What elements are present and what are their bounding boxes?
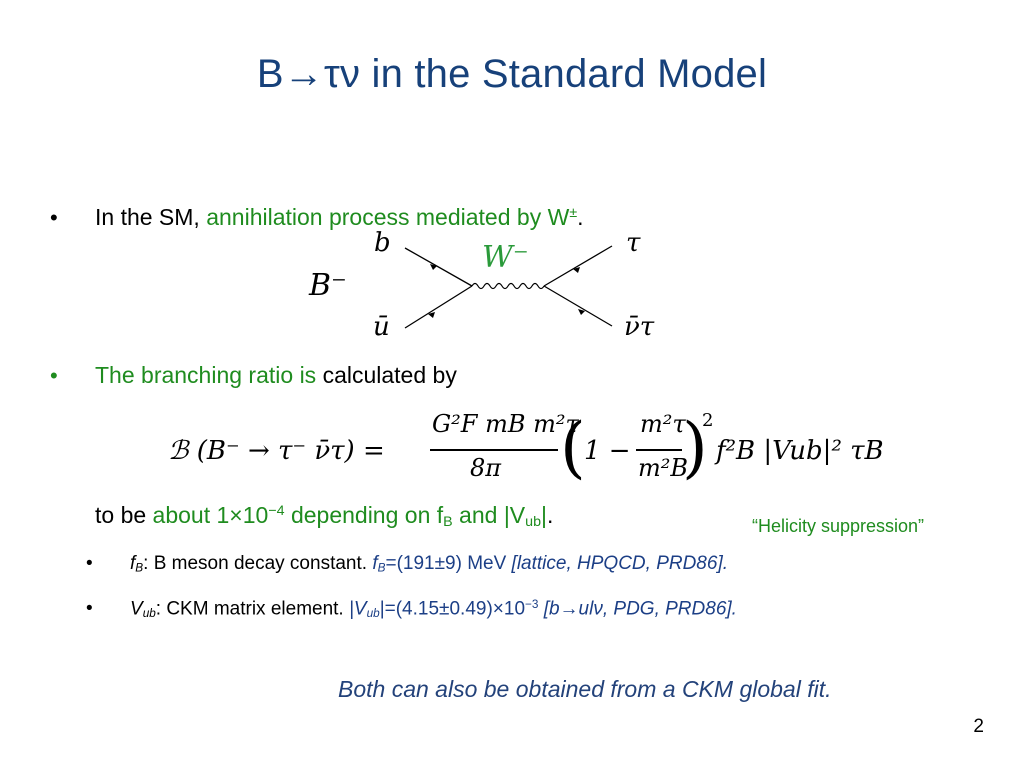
- left-paren: (: [560, 409, 586, 486]
- fB-value: =(191±9) MeV: [385, 553, 512, 574]
- vub-description: : CKM matrix element.: [155, 598, 349, 620]
- branching-highlight: The branching ratio is: [95, 362, 317, 388]
- nu-arrow-icon: [578, 309, 585, 315]
- vub-value-sub: ub: [366, 606, 380, 620]
- label-nu-tau: ν̄τ: [624, 312, 655, 342]
- about-value: about 1×10: [152, 502, 269, 528]
- vub-value-pre: |V: [349, 598, 367, 620]
- fraction-bar: [430, 449, 558, 451]
- inner-denominator: m²B: [638, 454, 689, 482]
- b-arrow-icon: [430, 264, 437, 270]
- bullet-sm-annihilation: • In the SM, annihilation process mediat…: [50, 204, 584, 231]
- vub-symbol-sub: ub: [142, 606, 156, 620]
- and-vub-text: and |V: [452, 502, 526, 528]
- fB-symbol: f: [130, 553, 136, 574]
- b-quark-line: [404, 247, 473, 287]
- bullet-marker: •: [50, 205, 58, 230]
- sub-bullet-text: Vub: CKM matrix element. |Vub|=(4.15±0.4…: [130, 598, 737, 620]
- ubar-quark-line: [404, 285, 473, 329]
- formula-numerator: G²F mB m²τ: [432, 410, 579, 438]
- vub-symbol: V: [130, 598, 143, 620]
- inner-numerator: m²τ: [640, 410, 686, 438]
- to-be-suffix: .: [547, 502, 554, 528]
- about-exponent: −4: [268, 503, 285, 520]
- formula-tail: f²B |Vub|² τB: [716, 436, 884, 466]
- label-B-meson: B⁻: [309, 268, 347, 303]
- bullet-suffix: calculated by: [316, 362, 457, 388]
- vub-reference: [b→ulν, PDG, PRD86].: [538, 598, 737, 620]
- w-charge-sup: ±: [569, 205, 578, 222]
- to-be-line: to be about 1×10−4 depending on fB and |…: [95, 502, 553, 530]
- depending-text: depending on f: [284, 502, 444, 528]
- vub-sub: ub: [525, 513, 542, 530]
- ckm-global-fit-note: Both can also be obtained from a CKM glo…: [338, 676, 832, 702]
- sub-bullet-fB: • fB: B meson decay constant. fB=(191±9)…: [86, 553, 728, 575]
- inner-fraction-bar: [636, 449, 682, 451]
- vub-close: |: [541, 502, 547, 528]
- bullet-prefix: In the SM,: [95, 204, 207, 230]
- sub-bullet-text: fB: B meson decay constant. fB=(191±9) M…: [130, 553, 728, 575]
- fB-description: : B meson decay constant.: [143, 553, 373, 574]
- fB-value-sub: B: [377, 561, 386, 575]
- tau-line: [543, 245, 613, 287]
- annihilation-highlight: annihilation process mediated by W: [206, 204, 570, 230]
- vub-exponent: −3: [525, 598, 539, 611]
- square-exponent: 2: [702, 410, 714, 431]
- helicity-note: “Helicity suppression”: [752, 516, 925, 536]
- label-b-quark: b: [374, 228, 391, 258]
- fB-value-symbol: f: [372, 553, 378, 574]
- formula-inner-one: 1 −: [584, 436, 631, 466]
- branching-formula: ℬ (B⁻ → τ⁻ ν̄τ) = G²F mB m²τ 8π ( 1 − m²…: [168, 408, 884, 498]
- fB-symbol-sub: B: [135, 561, 144, 575]
- fB-sub: B: [443, 513, 453, 530]
- formula-denominator: 8π: [470, 454, 502, 482]
- bullet-suffix: .: [577, 204, 584, 230]
- label-tau: τ: [626, 228, 641, 258]
- fB-reference: [lattice, HPQCD, PRD86].: [511, 553, 728, 574]
- bullet-branching-ratio: • The branching ratio is calculated by: [50, 362, 457, 389]
- sub-bullet-marker: •: [86, 553, 93, 574]
- feynman-diagram: [404, 245, 613, 329]
- label-W-boson: W⁻: [482, 240, 529, 275]
- label-ubar-quark: ū: [373, 312, 390, 342]
- right-paren: ): [682, 409, 708, 486]
- slide-title: B→τν in the Standard Model: [256, 52, 768, 96]
- tau-arrow-icon: [573, 267, 580, 273]
- nu-line: [543, 285, 613, 327]
- bullet-marker: •: [50, 363, 58, 388]
- ubar-arrow-icon: [428, 312, 435, 318]
- to-be-prefix: to be: [95, 502, 153, 528]
- vub-value: |=(4.15±0.49)×10: [379, 598, 526, 620]
- page-number: 2: [973, 716, 984, 737]
- sub-bullet-vub: • Vub: CKM matrix element. |Vub|=(4.15±0…: [86, 598, 737, 620]
- formula-lhs: ℬ (B⁻ → τ⁻ ν̄τ) =: [168, 436, 385, 466]
- sub-bullet-marker: •: [86, 598, 93, 619]
- bullet-text: In the SM, annihilation process mediated…: [95, 204, 584, 231]
- w-propagator: [471, 282, 545, 290]
- bullet-text: The branching ratio is calculated by: [95, 362, 457, 389]
